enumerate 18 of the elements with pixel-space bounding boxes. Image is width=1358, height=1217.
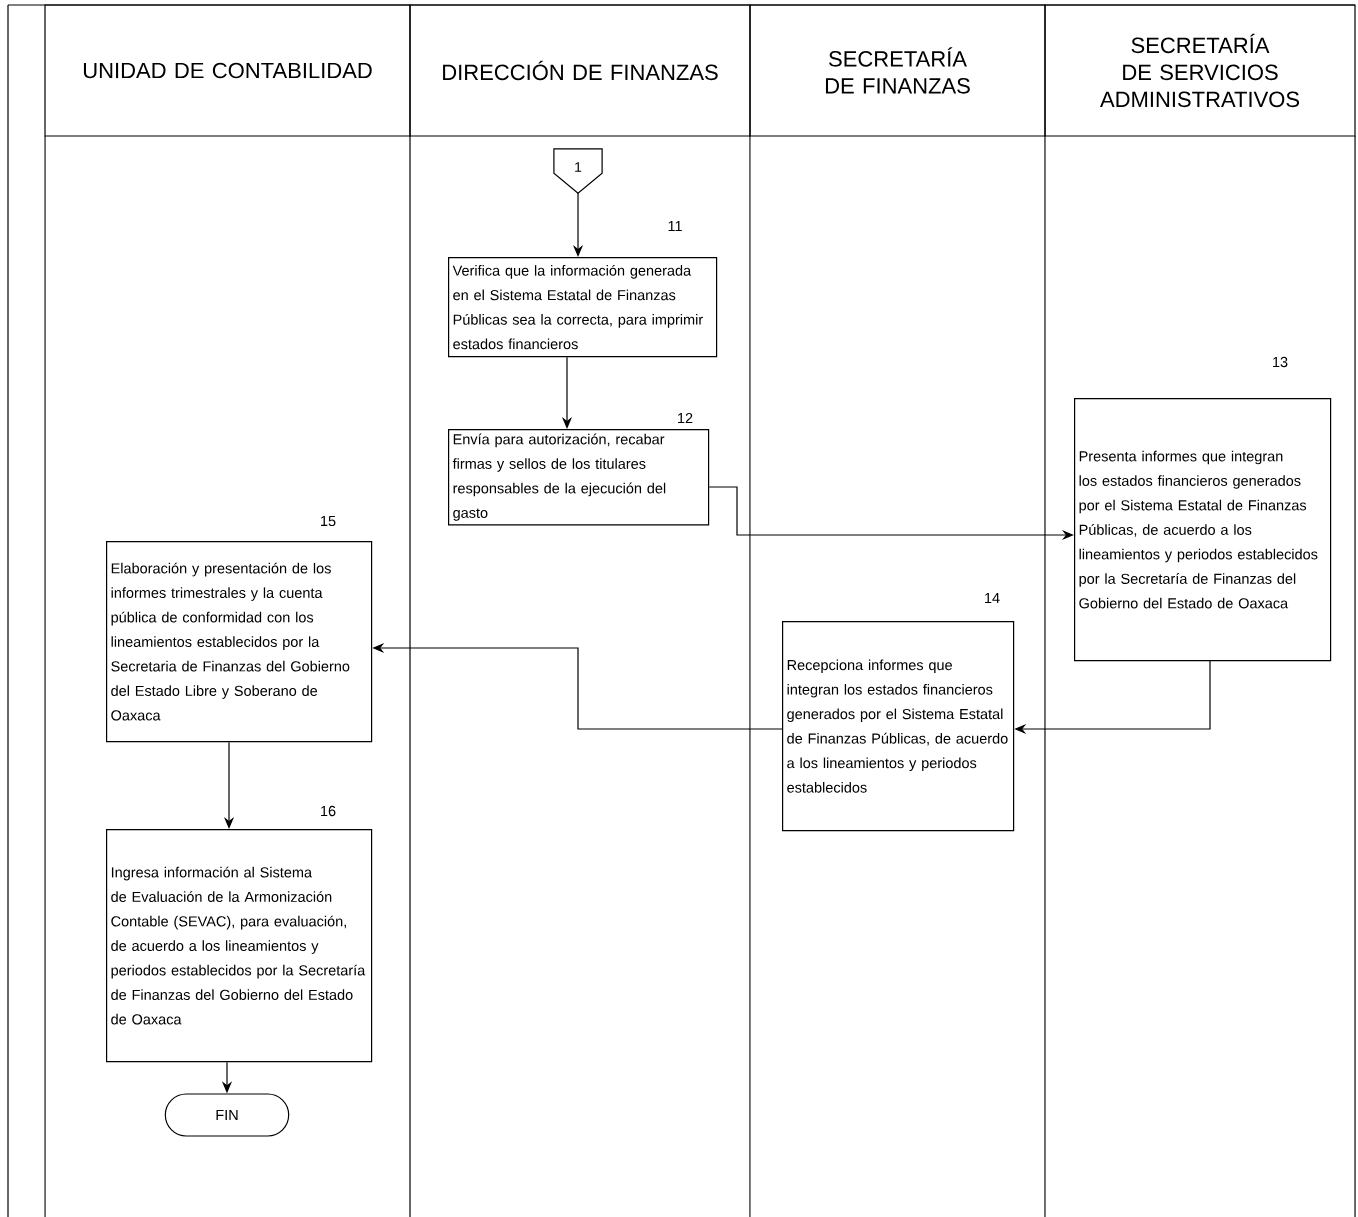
process-box: Presenta informes que integran los estados financieros generados por el Sistema Estatal de Finanzas Públicas, de acuerdo a los lineamientos y periodos establecidos por la Secretaría de Finanzas del Gobierno del Estado de Oaxaca <box>1074 398 1332 662</box>
lane-header: SECRETARÍA DE SERVICIOS ADMINISTRATIVOS <box>1044 4 1356 137</box>
process-box: Ingresa información al Sistema de Evaluación de la Armonización Contable (SEVAC), para evaluación, de acuerdo a los lineamientos y periodos establecidos por la Secretaría de Finanzas del Gobierno del Estado de Oaxaca <box>106 829 373 1063</box>
step-number: 11 <box>668 221 682 231</box>
lane-header: SECRETARÍA DE FINANZAS <box>749 4 1046 137</box>
lane-header: UNIDAD DE CONTABILIDAD <box>44 4 411 137</box>
terminator: FIN <box>164 1093 290 1137</box>
step-number: 13 <box>1273 356 1288 368</box>
process-box: Envía para autorización, recabar firmas y sellos de los titulares responsables de la ejecución del gasto <box>448 429 710 526</box>
step-number: 15 <box>321 515 336 527</box>
step-number: 12 <box>678 412 693 424</box>
lane-header: DIRECCIÓN DE FINANZAS <box>409 4 751 137</box>
step-number: 16 <box>321 805 336 817</box>
step-number: 14 <box>985 593 1000 603</box>
off-page-connector: 1 <box>553 148 603 194</box>
process-box: Verifica que la información generada en el Sistema Estatal de Finanzas Públicas sea la correcta, para imprimir estados financieros <box>448 257 718 358</box>
process-box: Recepciona informes que integran los estados financieros generados por el Sistema Estatal de Finanzas Públicas, de acuerdo a los lineamientos y periodos establecidos <box>782 621 1015 832</box>
process-box: Elaboración y presentación de los informes trimestrales y la cuenta pública de conformidad con los lineamientos establecidos por la Secretaria de Finanzas del Gobierno del Estado Libre y Soberano de Oaxaca <box>106 541 373 743</box>
